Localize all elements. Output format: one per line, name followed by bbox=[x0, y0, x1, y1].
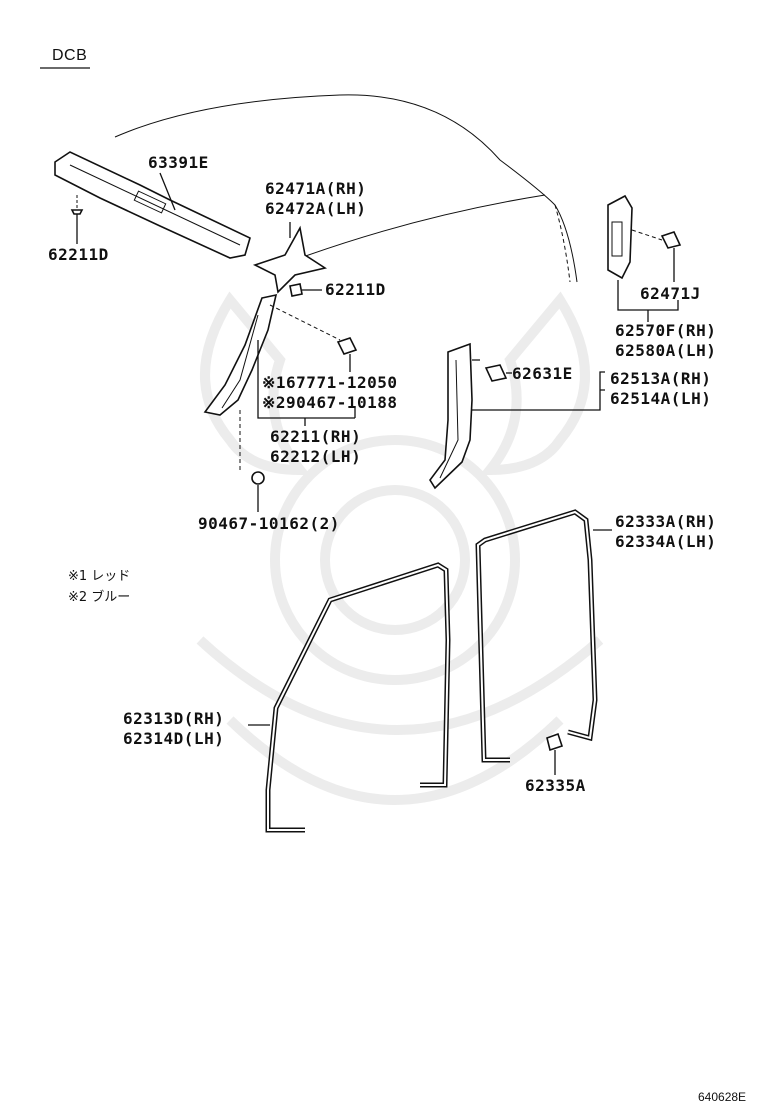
bracket-62513a bbox=[472, 359, 605, 411]
clip-62211d-left bbox=[70, 195, 84, 244]
assist-grip-trim bbox=[607, 194, 633, 280]
part-62471j: 62471J bbox=[640, 284, 701, 303]
part-90467-10188: ※290467-10188 bbox=[262, 393, 398, 412]
clip-67771 bbox=[336, 337, 358, 372]
part-62513a: 62513A(RH) bbox=[610, 369, 712, 388]
clip-62471j bbox=[660, 231, 682, 282]
note-red: ※1 レッド bbox=[68, 569, 131, 584]
rear-door-weatherstrip-inner bbox=[476, 510, 597, 761]
roof-header-trim-edge bbox=[69, 164, 241, 246]
note-blue: ※2 ブルー bbox=[68, 590, 131, 605]
part-62514a: 62514A(LH) bbox=[610, 389, 712, 408]
assist-grip-slot bbox=[611, 221, 623, 257]
part-67771: ※167771-12050 bbox=[262, 373, 398, 392]
roof-header-trim bbox=[54, 151, 251, 259]
part-62631e: 62631E bbox=[512, 364, 573, 383]
b-pillar-trim-inner bbox=[439, 359, 459, 479]
bracket-62211 bbox=[257, 340, 356, 426]
front-door-weatherstrip bbox=[265, 562, 451, 833]
part-62313d: 62313D(RH) bbox=[123, 709, 225, 728]
roof-outline-dashed bbox=[554, 204, 571, 283]
part-62212: 62212(LH) bbox=[270, 447, 362, 466]
clip-62631e bbox=[484, 364, 512, 382]
assist-grip-dash bbox=[631, 229, 663, 241]
part-62314d: 62314D(LH) bbox=[123, 729, 225, 748]
part-62211d-right: 62211D bbox=[325, 280, 386, 299]
part-62211d-left: 62211D bbox=[48, 245, 109, 264]
roof-outline bbox=[114, 94, 578, 283]
part-62335a: 62335A bbox=[525, 776, 586, 795]
watermark-emblem bbox=[196, 291, 604, 805]
a-pillar-trim bbox=[203, 293, 278, 416]
rear-door-weatherstrip bbox=[475, 509, 598, 763]
corner-trim-62471a bbox=[252, 225, 328, 294]
a-pillar-dash bbox=[269, 304, 341, 341]
plug-62335a bbox=[546, 732, 564, 775]
roof-edge bbox=[299, 194, 546, 259]
b-pillar-trim bbox=[429, 342, 473, 490]
part-62580a: 62580A(LH) bbox=[615, 341, 717, 360]
part-62570f: 62570F(RH) bbox=[615, 321, 717, 340]
model-label: DCB bbox=[52, 47, 88, 64]
leader-63391e bbox=[159, 172, 176, 211]
part-90467-10162: 90467-10162(2) bbox=[198, 514, 340, 533]
clip-62211d-right bbox=[289, 283, 322, 297]
front-door-weatherstrip-inner bbox=[267, 563, 450, 831]
diagram-code: 640628E bbox=[698, 1090, 747, 1104]
a-pillar-trim-inner bbox=[221, 314, 259, 409]
bracket-62570f bbox=[617, 280, 679, 322]
part-62211: 62211(RH) bbox=[270, 427, 362, 446]
part-63391e: 63391E bbox=[148, 153, 209, 172]
part-62471a: 62471A(RH) bbox=[265, 179, 367, 198]
part-62334a: 62334A(LH) bbox=[615, 532, 717, 551]
part-62472a: 62472A(LH) bbox=[265, 199, 367, 218]
clip-90467-10162 bbox=[251, 471, 265, 512]
roof-header-trim-clip bbox=[133, 190, 167, 214]
part-62333a: 62333A(RH) bbox=[615, 512, 717, 531]
